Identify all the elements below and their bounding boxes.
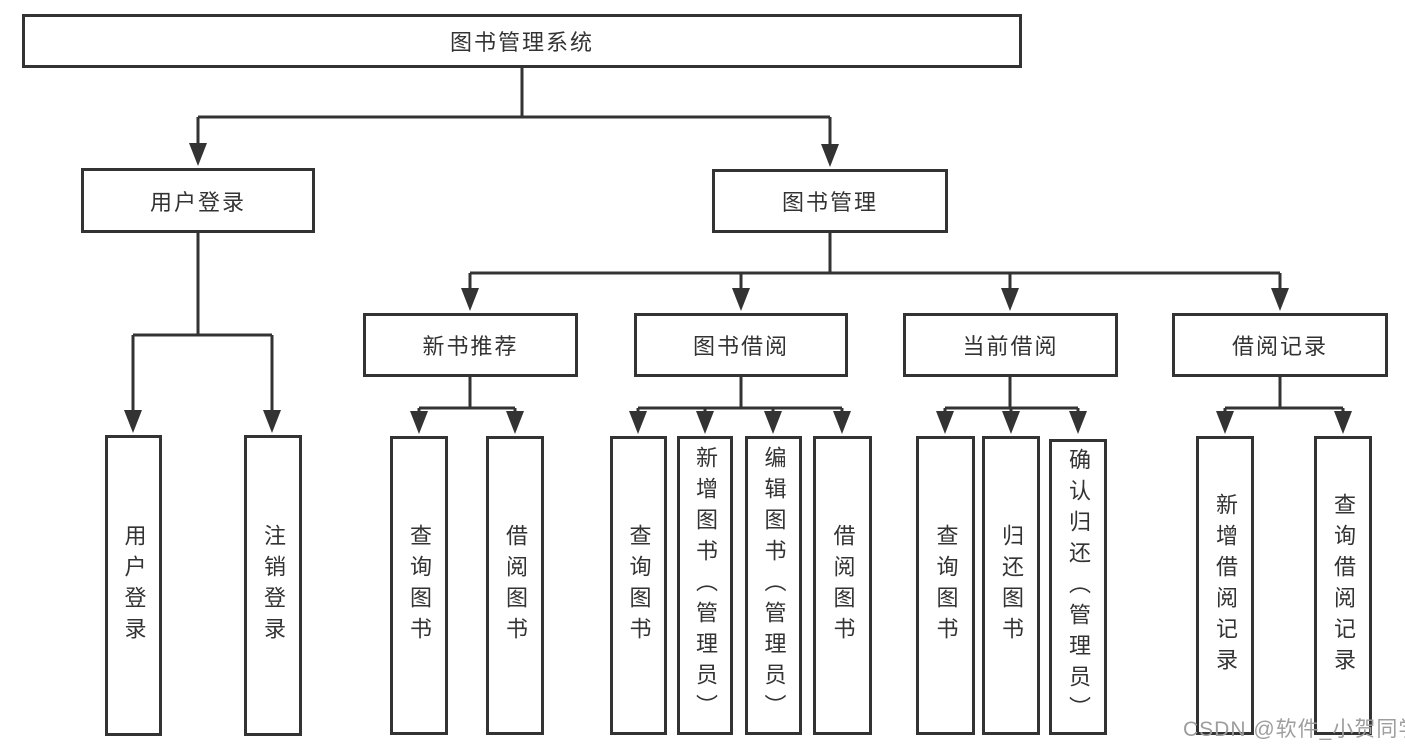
node-label: 图书借阅 <box>692 334 789 359</box>
node-label: 当前借阅 <box>962 334 1059 359</box>
node-label: 查询图书 <box>933 523 959 648</box>
node-label: 查询图书 <box>407 523 432 648</box>
node-current-borrowing: 当前借阅 <box>903 313 1118 377</box>
node-query-books-recommend: 查询图书 <box>390 436 448 735</box>
node-label: 用户登录 <box>149 189 246 215</box>
node-edit-book-admin: 编辑图书（管理员） <box>745 436 802 735</box>
node-label: 图书管理系统 <box>449 30 594 55</box>
node-label: 新增借阅记录 <box>1213 492 1238 679</box>
node-add-borrow-record: 新增借阅记录 <box>1196 436 1254 735</box>
node-label: 图书管理 <box>781 190 878 215</box>
csdn-watermark: CSDN @软件_小贺同学 <box>1183 718 1405 741</box>
node-return-books: 归还图书 <box>982 436 1040 735</box>
node-label: 借阅图书 <box>830 523 856 648</box>
node-book-borrowing: 图书借阅 <box>634 313 848 377</box>
node-query-borrow-record: 查询借阅记录 <box>1314 436 1372 735</box>
node-label: 确认归还（管理员） <box>1066 447 1091 727</box>
node-label: 查询借阅记录 <box>1331 492 1356 679</box>
node-add-book-admin: 新增图书（管理员） <box>677 436 733 735</box>
node-query-books-current: 查询图书 <box>916 436 975 735</box>
node-label: 借阅图书 <box>503 523 528 648</box>
node-label: 用户登录 <box>121 523 147 648</box>
node-label: 新增图书（管理员） <box>693 446 718 725</box>
node-borrow-records: 借阅记录 <box>1172 313 1388 377</box>
node-label: 注销登录 <box>261 523 286 648</box>
node-borrow-books-borrowing: 借阅图书 <box>813 436 872 735</box>
node-label: 编辑图书（管理员） <box>761 446 787 725</box>
node-new-book-recommend: 新书推荐 <box>363 313 578 377</box>
node-label: 借阅记录 <box>1231 334 1328 359</box>
node-label: 查询图书 <box>626 523 652 648</box>
node-library-system: 图书管理系统 <box>22 14 1022 68</box>
node-confirm-return-admin: 确认归还（管理员） <box>1049 439 1107 735</box>
node-label: 新书推荐 <box>422 334 519 359</box>
node-user-login-leaf: 用户登录 <box>105 435 162 736</box>
node-book-management: 图书管理 <box>712 169 948 233</box>
node-logout-leaf: 注销登录 <box>244 435 302 736</box>
node-user-login: 用户登录 <box>81 168 315 233</box>
node-label: 归还图书 <box>999 523 1024 648</box>
node-borrow-books-recommend: 借阅图书 <box>486 436 544 735</box>
node-query-books-borrowing: 查询图书 <box>610 436 667 735</box>
